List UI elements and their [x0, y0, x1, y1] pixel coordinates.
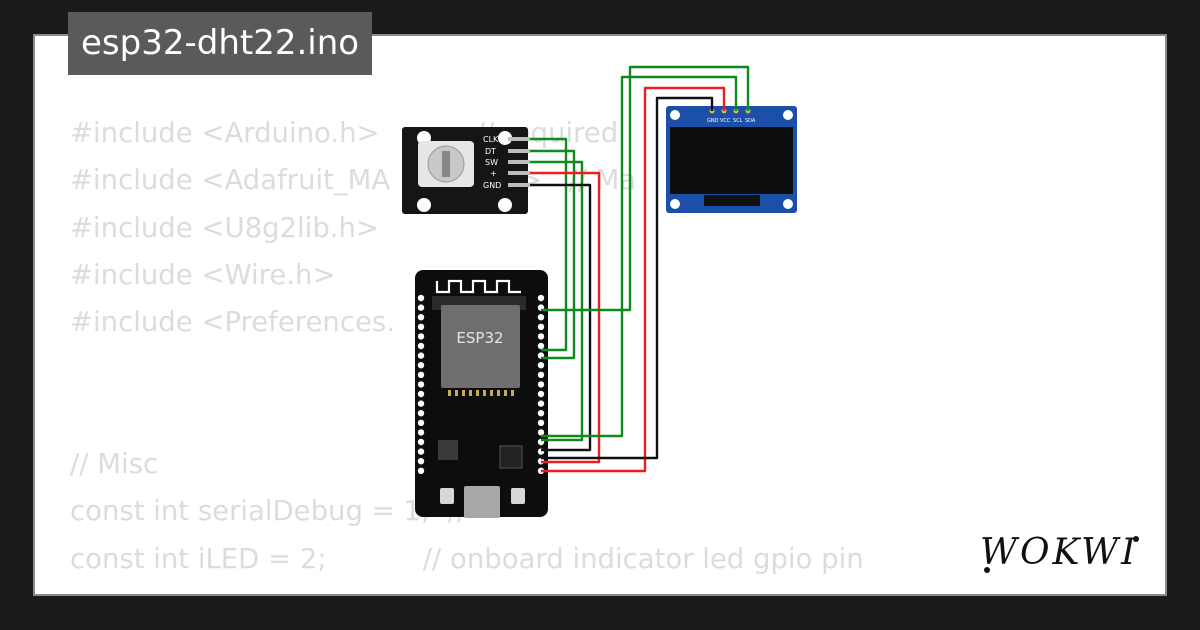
esp32-pin [417, 352, 425, 359]
esp32-pin [537, 323, 545, 330]
code-line: #include <Preferences. [70, 306, 395, 339]
oled-pin-label: SCL [733, 118, 743, 124]
esp32-pin [537, 314, 545, 321]
oled-pin-label: SDA [745, 118, 756, 124]
esp32-pin [537, 429, 545, 436]
code-line: #include <Wire.h> [70, 258, 336, 291]
esp32-pin [537, 342, 545, 350]
wire-oled-gnd [541, 96, 714, 460]
esp32-pin [417, 362, 425, 369]
code-line: // Misc [70, 448, 159, 481]
oled-mount-hole [670, 199, 680, 209]
wokwi-logo: WOKWI [980, 532, 1139, 573]
encoder-mount-hole [498, 198, 512, 212]
oled-pin-label: GND [707, 118, 719, 124]
esp32-board[interactable]: ESP32 [415, 270, 548, 518]
esp32-pin [417, 390, 425, 398]
rotary-encoder[interactable]: CLK DT SW + GND [402, 127, 530, 214]
encoder-header-pins [508, 137, 530, 187]
usb-port [464, 486, 500, 518]
oled-mount-hole [783, 199, 793, 209]
encoder-pin-label: SW [485, 158, 498, 167]
esp32-pin [417, 323, 425, 330]
esp32-pin [537, 410, 545, 417]
oled-display[interactable]: GND VCC SCL SDA [666, 106, 797, 213]
esp32-pin [417, 342, 425, 350]
wire-sda [541, 65, 750, 312]
page-title: esp32-dht22.ino [68, 12, 373, 75]
encoder-pin-label: + [490, 169, 497, 178]
esp32-pin [537, 362, 545, 369]
encoder-pin-labels: CLK DT SW + GND [483, 135, 501, 190]
wire-encoder-vcc [530, 171, 601, 464]
encoder-pin-label: GND [483, 181, 501, 190]
oled-screen [670, 127, 793, 194]
wire-sw [530, 160, 584, 442]
esp32-pin [417, 381, 425, 388]
esp32-module [441, 305, 520, 388]
esp32-header-pins [417, 294, 545, 474]
esp32-pin [417, 448, 425, 455]
encoder-mount-hole [417, 198, 431, 212]
esp32-pin [537, 400, 545, 407]
esp32-pin [537, 381, 545, 388]
esp32-pin [417, 314, 425, 321]
wire-dt [530, 149, 576, 360]
oled-ribbon [704, 195, 760, 206]
esp32-pin [417, 467, 425, 474]
wire-encoder-gnd [530, 183, 592, 452]
encoder-pin-label: DT [485, 147, 496, 156]
esp32-pin [417, 371, 425, 378]
esp32-pin [417, 294, 425, 302]
oled-pin-labels: GND VCC SCL SDA [707, 118, 756, 124]
esp32-pin [417, 304, 425, 311]
esp32-pin [417, 429, 425, 436]
oled-pin-label: VCC [720, 118, 731, 124]
esp32-pin [417, 333, 425, 340]
esp32-pin [537, 419, 545, 426]
code-line: const int iLED = 2; // onboard indicator… [70, 542, 864, 575]
code-line: #define BUTTONPRESSEDSTATE 0 // [70, 583, 864, 594]
esp32-pin [417, 400, 425, 407]
esp32-module-pads [448, 390, 514, 396]
esp32-pin [417, 419, 425, 426]
esp32-pin [537, 333, 545, 340]
esp32-pin [417, 438, 425, 446]
esp32-antenna [435, 279, 521, 294]
wires [530, 65, 750, 473]
boot-button[interactable] [440, 488, 454, 504]
esp32-regulator [438, 440, 458, 460]
esp32-pin [537, 294, 545, 302]
encoder-pin-label: CLK [483, 135, 499, 144]
esp32-usb-chip [499, 445, 523, 469]
esp32-label: ESP32 [456, 329, 503, 347]
oled-mount-hole [783, 110, 793, 120]
wokwi-logo-text: WOKWI [980, 532, 1138, 573]
reset-button[interactable] [511, 488, 525, 504]
esp32-pin [417, 410, 425, 417]
code-line: #include <U8g2lib.h> [70, 211, 379, 244]
wire-clk [530, 137, 568, 352]
encoder-mount-hole [498, 131, 512, 145]
esp32-pin [417, 458, 425, 465]
esp32-pin [537, 371, 545, 378]
wire-oled-vcc [541, 86, 726, 473]
esp32-pin [537, 390, 545, 398]
encoder-shaft [442, 151, 450, 177]
wire-scl [541, 75, 738, 438]
oled-mount-hole [670, 110, 680, 120]
